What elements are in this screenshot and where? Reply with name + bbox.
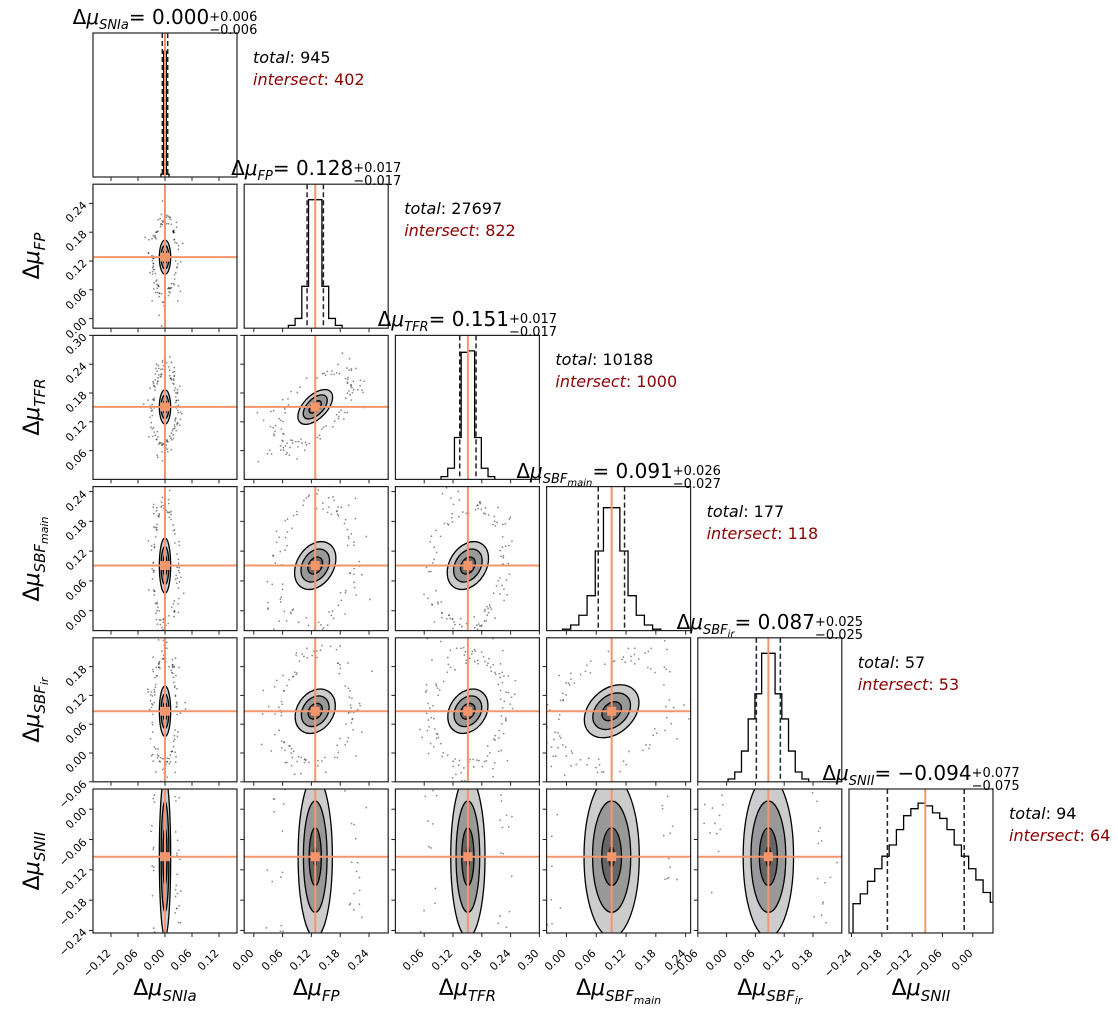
- truth-marker: [310, 852, 320, 862]
- panel-frame: [545, 486, 692, 632]
- panel-frame: [394, 637, 540, 783]
- contour-panel-FP-vs-SNIa: [89, 183, 238, 333]
- contour-panel-SNII-vs-SBF_main: [542, 788, 692, 937]
- panel-frame: [697, 637, 843, 783]
- truth-marker: [607, 852, 617, 862]
- panel-frame: [394, 788, 540, 934]
- panel-frame: [545, 637, 692, 783]
- contour-panel-SBF_ir-vs-SNIa: [89, 637, 238, 786]
- truth-marker: [310, 561, 320, 571]
- truth-marker: [607, 706, 617, 716]
- y-axis-label-SBF_main: ΔμSBFmain: [20, 516, 51, 602]
- panel-frame: [394, 486, 540, 632]
- truth-marker: [310, 402, 320, 412]
- truth-marker: [160, 706, 170, 716]
- stat-intersect-FP: intersect: 822: [404, 221, 516, 241]
- panel-frame: [545, 788, 692, 934]
- stat-intersect-SNIa: intersect: 402: [253, 70, 365, 89]
- truth-marker: [763, 852, 773, 862]
- x-axis-label-TFR: ΔμTFR: [438, 976, 497, 1005]
- stat-total-SBF_main: total: 177: [706, 501, 785, 521]
- histogram-panel-SNIa: [92, 32, 238, 181]
- panel-frame: [243, 788, 389, 934]
- panel-frame: [394, 334, 540, 480]
- panel-frame: [243, 637, 389, 783]
- panel-frame: [243, 486, 389, 632]
- stat-total-TFR: total: 10188: [555, 350, 654, 370]
- contour-panel-SBF_main-vs-SNIa: [89, 486, 238, 635]
- panel-frame: [697, 788, 843, 934]
- contour-panel-TFR-vs-FP: [240, 334, 389, 484]
- stat-total-FP: total: 27697: [404, 199, 503, 219]
- histogram-panel-SBF_main: [545, 486, 692, 635]
- stat-intersect-TFR: intersect: 1000: [555, 372, 678, 392]
- histogram-panel-TFR: [394, 334, 540, 484]
- contour-panel-SBF_ir-vs-SBF_main: [542, 637, 692, 786]
- x-axis-label-SNIa: ΔμSNIa: [133, 976, 197, 1005]
- y-axis-label-TFR: ΔμTFR: [20, 378, 49, 437]
- stat-total-SNIa: total: 945: [253, 48, 331, 67]
- contour-panel-SNII-vs-TFR: [391, 788, 540, 937]
- truth-marker: [310, 706, 320, 716]
- histogram-panel-SBF_ir: [697, 637, 843, 786]
- truth-marker: [463, 561, 473, 571]
- x-axis-label-SBF_main: ΔμSBFmain: [576, 976, 662, 1007]
- histogram-panel-SNII: [848, 788, 994, 937]
- stat-total-SBF_ir: total: 57: [857, 652, 926, 672]
- stat-intersect-SNII: intersect: 64: [1009, 826, 1111, 845]
- panel-frame: [243, 334, 389, 480]
- y-axis-label-SNII: ΔμSNII: [20, 831, 49, 891]
- panel-frame: [848, 788, 994, 934]
- truth-marker: [160, 402, 170, 412]
- stat-intersect-SBF_ir: intersect: 53: [857, 674, 960, 694]
- contour-panel-TFR-vs-SNIa: [89, 334, 238, 484]
- truth-marker: [463, 706, 473, 716]
- x-axis-label-SBF_ir: ΔμSBFir: [737, 976, 803, 1007]
- truth-marker: [160, 252, 170, 262]
- contour-panel-SNII-vs-SNIa: [89, 788, 238, 937]
- x-axis-label-FP: ΔμFP: [292, 976, 340, 1005]
- truth-marker: [463, 852, 473, 862]
- stat-intersect-SBF_main: intersect: 118: [706, 523, 819, 543]
- contour-panel-SNII-vs-FP: [240, 788, 389, 937]
- x-axis-label-SNII: ΔμSNII: [891, 976, 951, 1005]
- contour-panel-SBF_main-vs-FP: [240, 486, 389, 635]
- y-axis-label-SBF_ir: ΔμSBFir: [20, 677, 51, 743]
- contour-panel-SBF_main-vs-TFR: [391, 486, 540, 635]
- contour-panel-SNII-vs-SBF_ir: [693, 788, 843, 937]
- truth-marker: [160, 561, 170, 571]
- truth-marker: [160, 852, 170, 862]
- contour-panel-SBF_ir-vs-FP: [240, 637, 389, 786]
- contour-panel-SBF_ir-vs-TFR: [391, 637, 540, 786]
- stat-total-SNII: total: 94: [1009, 804, 1077, 823]
- panel-frame: [243, 183, 389, 329]
- y-axis-label-FP: ΔμFP: [20, 232, 49, 280]
- histogram-panel-FP: [243, 183, 389, 333]
